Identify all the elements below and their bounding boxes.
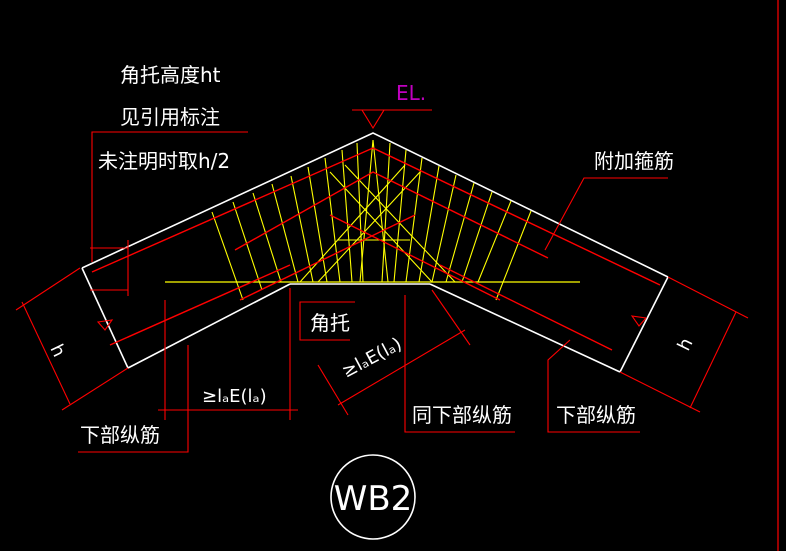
haunch-height-note-line1: 角托高度ht: [120, 63, 221, 87]
anchor-center-ext-1: [317, 364, 349, 416]
slab-end-left: [81, 267, 129, 369]
stirrup-right-8: [477, 200, 512, 283]
haunch-bar-2: [329, 214, 501, 301]
bottom-rebar-left-label: 下部纵筋: [80, 423, 160, 447]
section-mark-left: [96, 319, 114, 331]
stirrup-left-2: [232, 201, 263, 291]
drawing-id-badge: WB2: [330, 454, 416, 540]
slab-bottom-left: [127, 283, 291, 369]
anchor-center-line: [337, 329, 466, 406]
haunch-label: 角托: [310, 311, 350, 335]
h-dim-left-line: [21, 301, 71, 405]
same-bottom-rebar-label: 同下部纵筋: [412, 403, 512, 427]
haunch-leader: [299, 301, 355, 341]
extra-bent-bar: [234, 171, 549, 259]
bottom-rebar-right-label: 下部纵筋: [556, 403, 636, 427]
haunch-height-note-line2: 见引用标注: [120, 105, 220, 129]
extra-stirrups-label: 附加箍筋: [594, 149, 674, 173]
stirrup-right-5: [431, 174, 457, 283]
stirrup-left-1: [211, 211, 244, 301]
rebar: [91, 147, 661, 351]
haunch-note-leader: [91, 131, 248, 262]
anchor-center-ext-2: [431, 289, 471, 346]
stirrup-right-4: [418, 165, 440, 283]
bottom-rebar-left: [109, 264, 291, 346]
stirrup-left-8: [341, 149, 353, 283]
h-dim-right-line: [689, 311, 737, 409]
same-rebar-leader: [404, 295, 515, 433]
stirrup-right-6: [445, 182, 475, 283]
haunch-bar-1: [239, 214, 416, 301]
section-mark-right: [630, 315, 648, 327]
stirrups: [211, 139, 532, 301]
anchor-length-center-label: ≥lₐE(lₐ): [338, 334, 405, 383]
slab-top-surface: [81, 132, 669, 278]
elevation-label: EL.: [396, 81, 426, 105]
stirrup-right-1: [381, 142, 391, 283]
extra-stirrup-diag-1: [329, 171, 433, 283]
h-dim-right-ext-1: [667, 276, 749, 319]
bottom-left-leader: [78, 345, 189, 453]
stirrup-right-2: [393, 149, 407, 283]
section-marks: [96, 315, 648, 331]
extra-stirrup-diag-4: [299, 164, 406, 283]
anchor-length-left-label: ≥lₐE(lₐ): [202, 386, 267, 407]
haunch-height-note-line3: 未注明时取h/2: [98, 149, 230, 173]
slab-end-right: [619, 276, 669, 373]
h-dim-left-ext-2: [61, 367, 129, 411]
extra-stirrup-diag-3: [344, 164, 456, 283]
stirrup-left-6: [307, 166, 328, 283]
top-rebar: [91, 147, 661, 286]
leaders: [15, 109, 749, 453]
stirrup-right-9: [495, 210, 532, 301]
h-dim-left-ext-1: [15, 267, 81, 311]
stirrup-apex-right: [372, 139, 389, 283]
stirrup-right-7: [461, 191, 493, 283]
extra-stirrup-diag-2: [317, 171, 421, 283]
extra-stirrup-leader: [544, 177, 668, 251]
slab-thickness-right-label: h: [674, 335, 698, 354]
el-marker: [361, 109, 385, 130]
slab-thickness-left-label: h: [46, 341, 70, 360]
badge-text: WB2: [334, 479, 413, 519]
stirrup-left-7: [324, 157, 341, 283]
slab-outline: [81, 132, 669, 373]
bottom-rebar-right: [439, 264, 613, 351]
badge-circle: [330, 454, 416, 540]
stirrup-left-4: [271, 183, 299, 283]
stirrup-apex-left: [359, 139, 374, 283]
stirrup-left-3: [252, 192, 282, 283]
stirrup-left-5: [290, 175, 314, 283]
stirrup-right-3: [405, 157, 423, 283]
slab-bottom-right: [429, 283, 621, 373]
bottom-right-leader: [547, 339, 640, 433]
h-dim-right-ext-2: [619, 371, 701, 413]
